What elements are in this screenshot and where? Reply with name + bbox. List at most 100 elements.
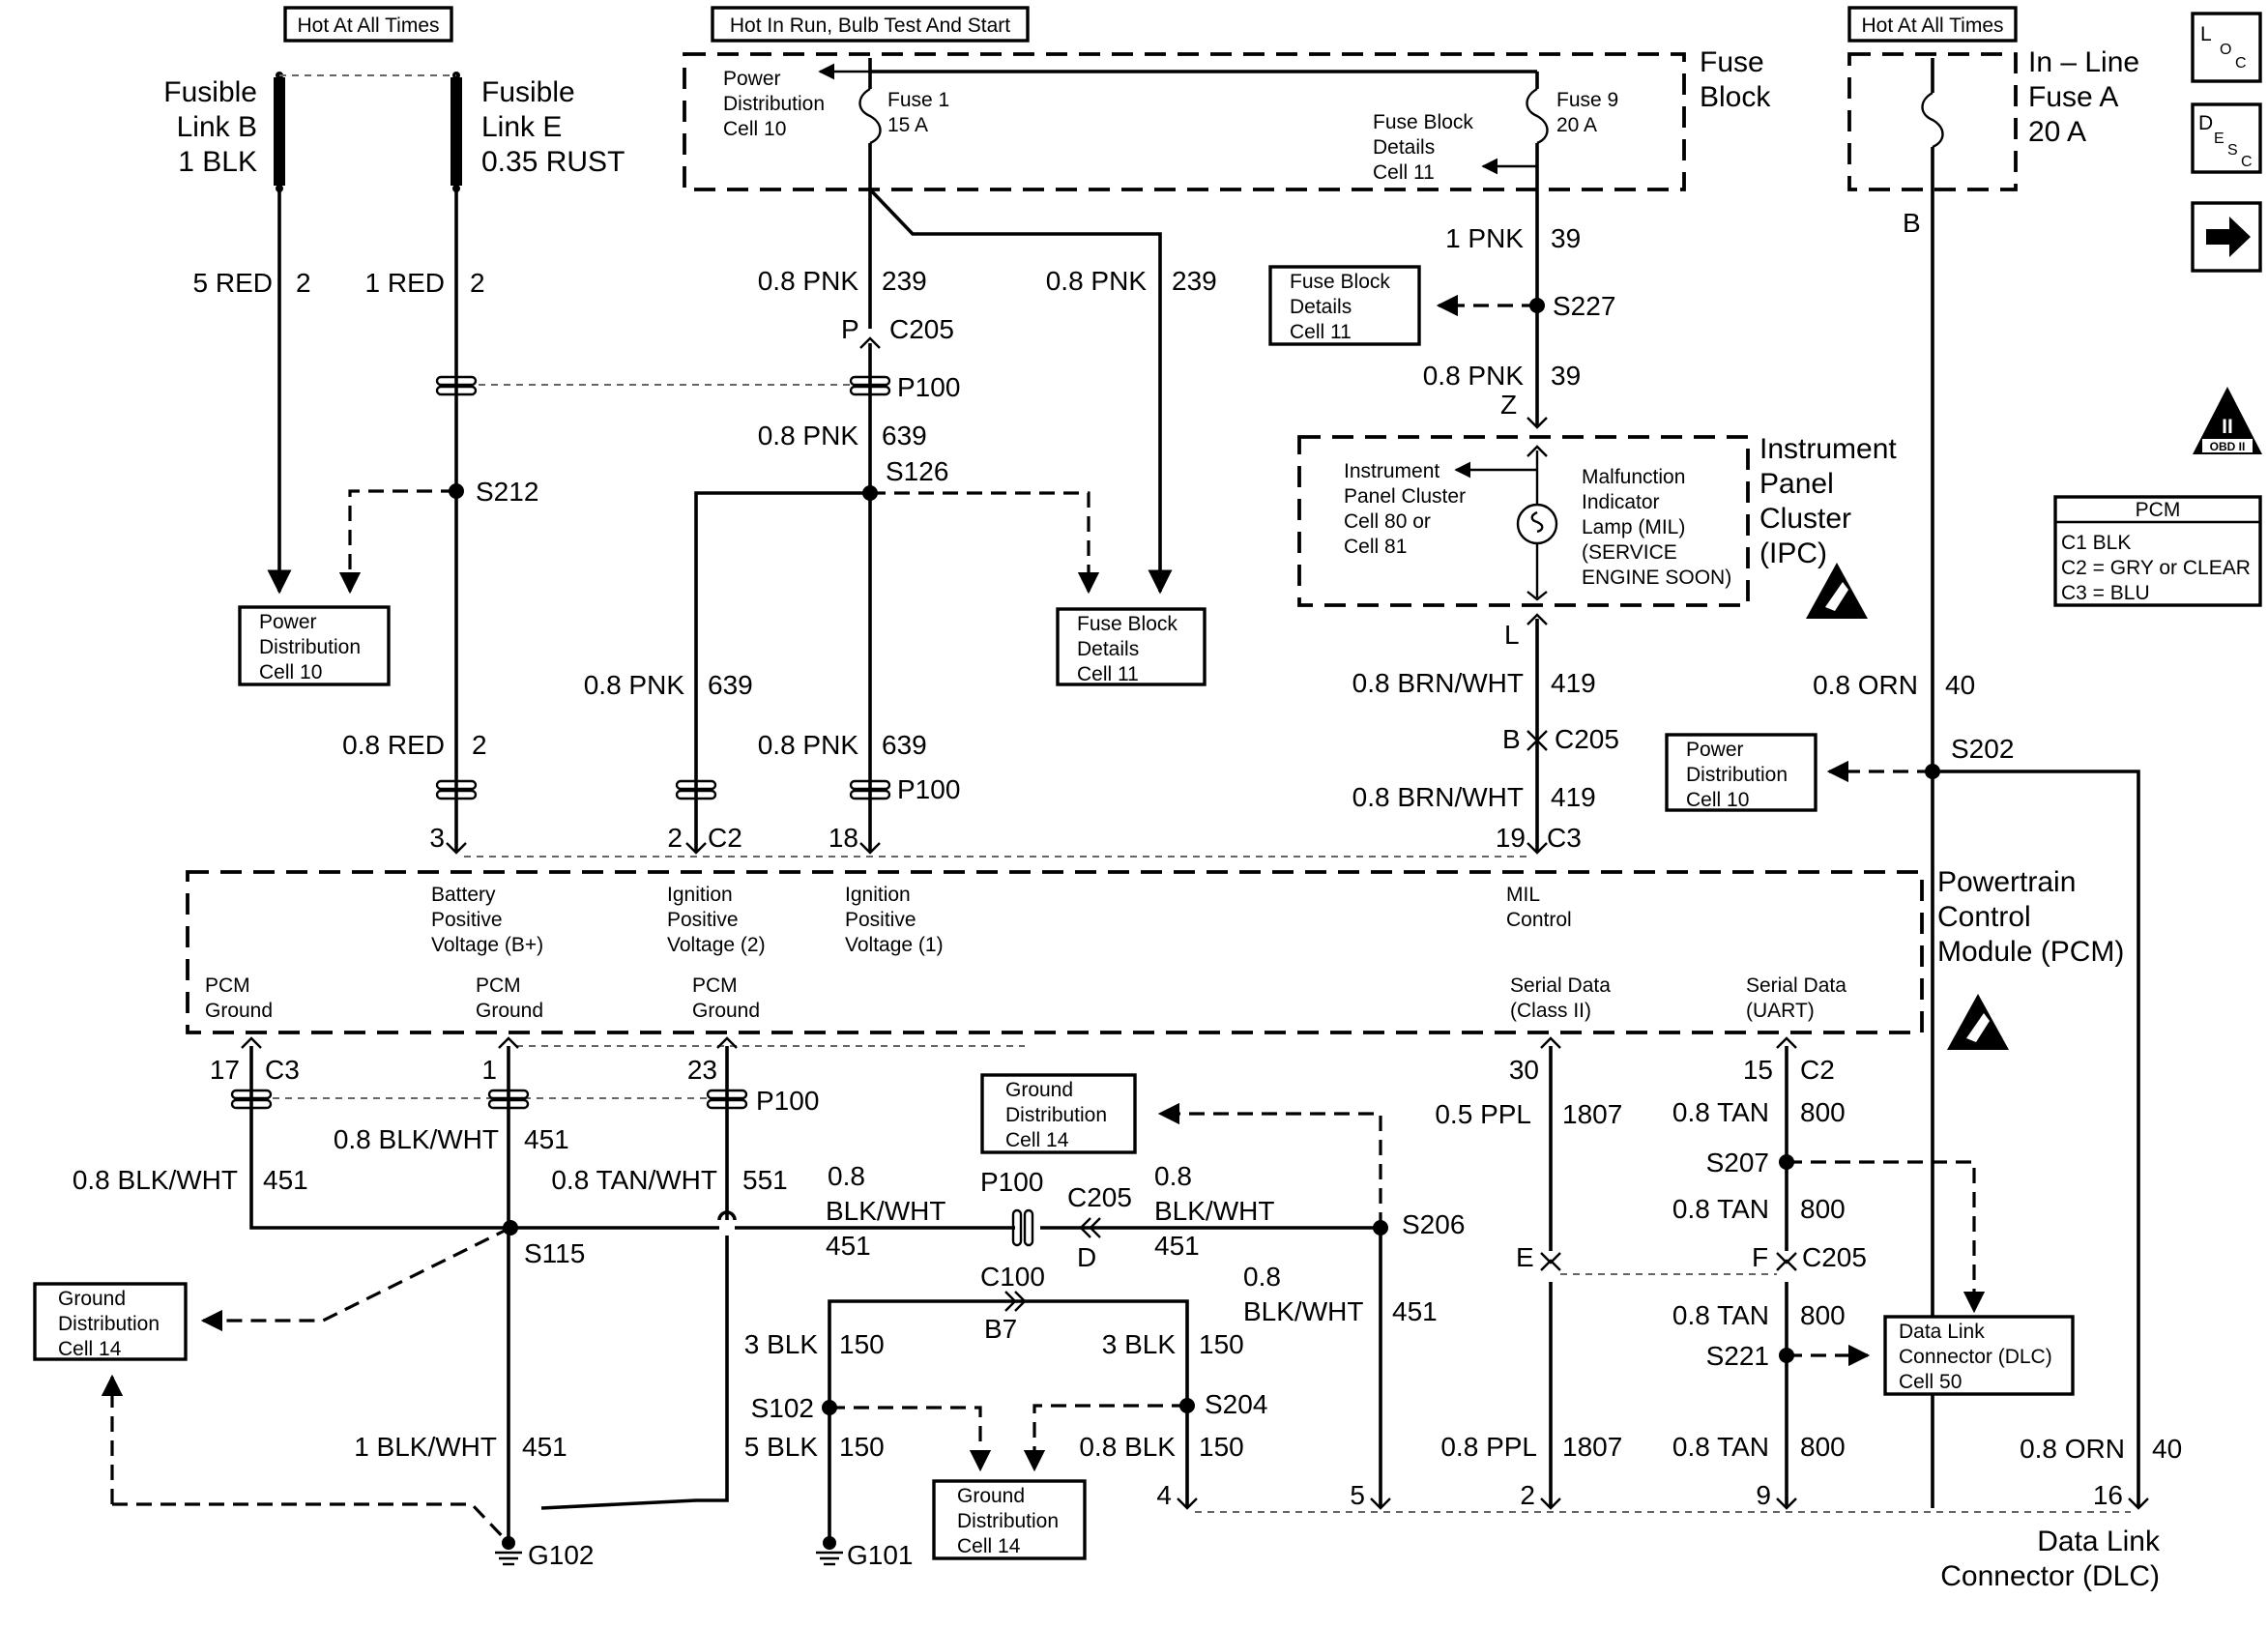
connector-label: C3: [265, 1055, 300, 1085]
ground-icon-g102: [495, 1536, 522, 1566]
svg-text:Cluster: Cluster: [1759, 503, 1851, 535]
connector-pin: F: [1752, 1242, 1768, 1272]
ref-ground-distribution-left[interactable]: Ground Distribution Cell 14: [33, 1282, 188, 1361]
wire-label: 5 BLK: [744, 1432, 819, 1462]
wire-label: 0.8 BLK: [1079, 1432, 1176, 1462]
ground-label: G102: [528, 1540, 595, 1570]
wire-label: 0.8 TAN: [1672, 1097, 1769, 1127]
loc-icon[interactable]: L O C: [2191, 12, 2262, 83]
svg-text:Malfunction: Malfunction: [1582, 466, 1685, 488]
svg-text:Cell 14: Cell 14: [957, 1535, 1021, 1557]
svg-text:Power: Power: [259, 611, 317, 633]
wire-label: BLK/WHT: [826, 1196, 945, 1226]
esd-warning-icon: [1947, 994, 2009, 1050]
ref-fuse-block-mid[interactable]: Fuse Block Details Cell 11: [1056, 607, 1207, 686]
desc-icon[interactable]: D E S C: [2191, 102, 2262, 174]
wire-label: 0.8: [1243, 1262, 1281, 1292]
svg-text:Ground: Ground: [1005, 1079, 1073, 1101]
pcm-pin: 18: [829, 823, 858, 853]
circuit-label: 800: [1800, 1300, 1846, 1330]
fuse-9-label: Fuse 9 20 A: [1556, 89, 1618, 136]
svg-text:Cell 10: Cell 10: [1686, 789, 1749, 811]
svg-text:Instrument: Instrument: [1344, 460, 1439, 482]
c100-connector: [1011, 1208, 1034, 1247]
pcm-ign2-label: Ignition Positive Voltage (2): [667, 884, 766, 956]
svg-text:L: L: [2200, 23, 2212, 45]
svg-text:Distribution: Distribution: [58, 1313, 160, 1335]
svg-text:Voltage (2): Voltage (2): [667, 934, 766, 956]
connector-label: B7: [984, 1314, 1017, 1344]
circuit-label: 40: [1945, 670, 1975, 700]
svg-text:(SERVICE: (SERVICE: [1582, 541, 1677, 564]
wire-label: 0.5 PPL: [1435, 1099, 1531, 1129]
wire-label: 0.8: [1154, 1161, 1192, 1191]
mil-label: Malfunction Indicator Lamp (MIL) (SERVIC…: [1582, 466, 1731, 589]
svg-text:Ignition: Ignition: [845, 884, 911, 906]
svg-text:Ignition: Ignition: [667, 884, 733, 906]
fuse-block-details-label: Fuse Block Details Cell 11: [1373, 111, 1473, 184]
dlc-pin: 2: [1520, 1480, 1535, 1510]
svg-text:Ground: Ground: [476, 1000, 543, 1022]
svg-text:20 A: 20 A: [2028, 116, 2086, 148]
wire-label: 0.8 ORN: [1813, 670, 1918, 700]
wire-label: 0.8 PNK: [584, 670, 685, 700]
orn-dlc-wire: [1933, 770, 2140, 1508]
svg-text:Fuse 1: Fuse 1: [887, 89, 949, 111]
circuit-label: 40: [2152, 1434, 2182, 1464]
svg-text:Cell 14: Cell 14: [1005, 1129, 1069, 1151]
svg-text:Voltage (B+): Voltage (B+): [431, 934, 543, 956]
ref-dlc[interactable]: Data Link Connector (DLC) Cell 50: [1883, 1315, 2075, 1396]
ref-fuse-block-right[interactable]: Fuse Block Details Cell 11: [1268, 265, 1421, 346]
circuit-label: 639: [882, 421, 927, 451]
svg-text:Cell 81: Cell 81: [1344, 536, 1407, 558]
circuit-label: 451: [826, 1231, 871, 1261]
wire-label: 0.8 BRN/WHT: [1352, 782, 1524, 812]
svg-text:Fusible: Fusible: [163, 76, 257, 108]
esd-warning-icon: [1806, 563, 1868, 619]
svg-text:Block: Block: [1700, 81, 1771, 113]
ref-power-distribution-left[interactable]: Power Distribution Cell 10: [238, 605, 391, 686]
ref-ground-distribution-bottom[interactable]: Ground Distribution Cell 14: [932, 1479, 1087, 1560]
svg-text:Indicator: Indicator: [1582, 491, 1660, 513]
svg-text:Details: Details: [1077, 638, 1139, 660]
pcm-pin: 19: [1496, 823, 1526, 853]
circuit-label: 639: [708, 670, 753, 700]
svg-text:Power: Power: [723, 68, 781, 90]
dlc-title: Data Link Connector (DLC): [1940, 1526, 2161, 1592]
svg-text:(UART): (UART): [1746, 1000, 1815, 1022]
wire-label: 5 RED: [193, 268, 273, 298]
svg-text:Positive: Positive: [667, 909, 739, 931]
ipc-ref-label: Instrument Panel Cluster Cell 80 or Cell…: [1344, 460, 1466, 558]
connector-label: C2: [1800, 1055, 1835, 1085]
next-arrow-icon[interactable]: [2191, 201, 2262, 273]
circuit-label: 150: [1199, 1329, 1244, 1359]
wire-label: 0.8 PNK: [1423, 361, 1525, 391]
svg-text:Hot In Run, Bulb Test And Star: Hot In Run, Bulb Test And Start: [730, 15, 1010, 37]
wire-label: 1 PNK: [1445, 223, 1524, 253]
svg-text:Voltage (1): Voltage (1): [845, 934, 944, 956]
svg-text:Data Link: Data Link: [1899, 1321, 1985, 1343]
connector-label: C205: [1802, 1242, 1867, 1272]
ref-ground-distribution-top[interactable]: Ground Distribution Cell 14: [980, 1073, 1137, 1154]
fuse-block-power-distribution-label: Power Distribution Cell 10: [723, 68, 825, 140]
fuse-a-symbol: [1921, 91, 1944, 149]
wire-label: 0.8 PNK: [758, 266, 859, 296]
svg-text:C3 = BLU: C3 = BLU: [2061, 582, 2150, 604]
svg-text:Control: Control: [1937, 901, 2031, 933]
pcm-ground-label-2: PCM Ground: [476, 974, 543, 1022]
svg-text:PCM: PCM: [476, 974, 521, 997]
wire-label: 1 RED: [365, 268, 445, 298]
svg-text:Link B: Link B: [177, 111, 257, 143]
circuit-label: 419: [1551, 668, 1596, 698]
wire-label: 0.8 PNK: [1046, 266, 1148, 296]
pcm-pin: 17: [210, 1055, 240, 1085]
ref-power-distribution-right[interactable]: Power Distribution Cell 10: [1665, 733, 1817, 812]
circuit-label: 239: [882, 266, 927, 296]
svg-text:Fuse Block: Fuse Block: [1373, 111, 1473, 133]
svg-text:Control: Control: [1506, 909, 1572, 931]
svg-text:Details: Details: [1290, 296, 1352, 318]
connector-label: P100: [897, 372, 960, 402]
pcm-ign1-label: Ignition Positive Voltage (1): [845, 884, 944, 956]
svg-text:Ground: Ground: [205, 1000, 273, 1022]
wire-label: BLK/WHT: [1243, 1296, 1363, 1326]
